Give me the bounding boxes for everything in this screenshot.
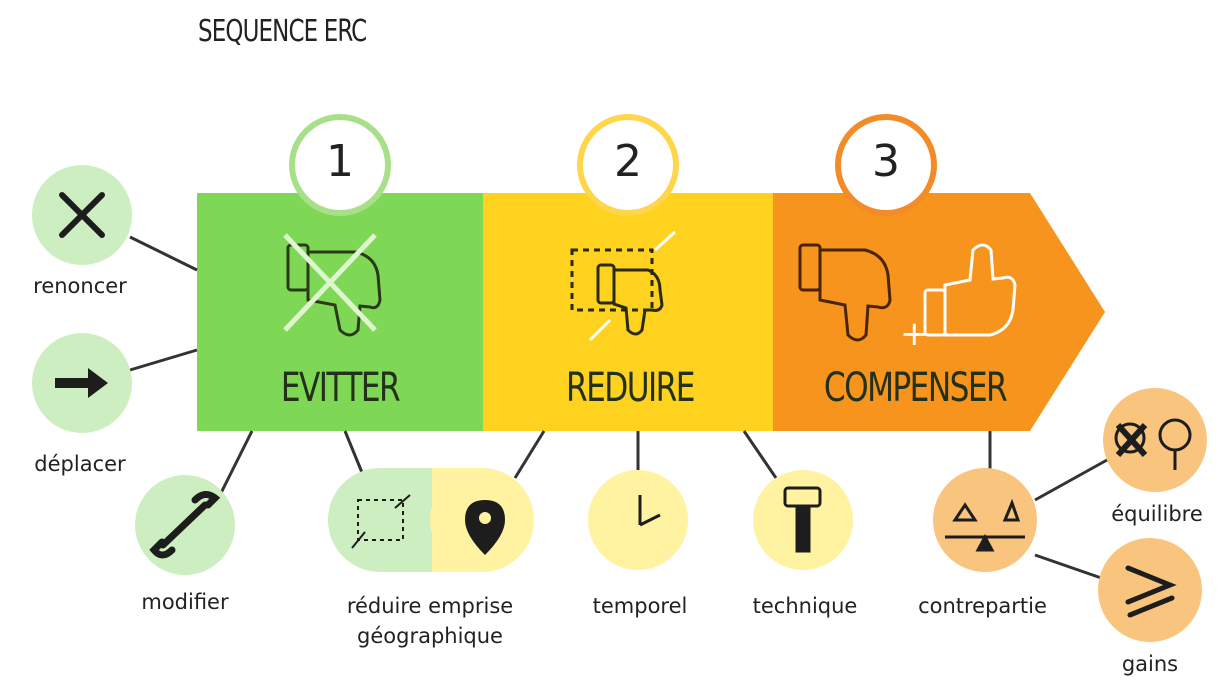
selection-area-icon [351, 494, 411, 549]
eviter-band [197, 193, 487, 431]
modifier-label: modifier [141, 590, 229, 614]
step-3-number: 3 [872, 136, 900, 187]
page-title: SEQUENCE ERC [198, 14, 367, 49]
deplacer-label: déplacer [34, 452, 126, 476]
step-1-number: 1 [326, 136, 354, 187]
trees-icon [1114, 418, 1192, 470]
gains-label: gains [1121, 652, 1179, 676]
equilibre-circle [1103, 388, 1207, 492]
compenser-thumbs-down-icon [798, 243, 892, 342]
balance-scale-icon [945, 498, 1025, 552]
reduire-band [483, 193, 778, 431]
compenser-thumbs-up-icon [923, 243, 1017, 337]
gains-circle [1098, 538, 1202, 642]
contrepartie-label: contrepartie [918, 594, 1047, 618]
eviter-cross-icon [283, 233, 377, 332]
step-2-circle [577, 114, 679, 216]
compenser-band [773, 193, 1105, 431]
reduire-emprise-label: réduire emprise [346, 594, 514, 618]
clock-hands-icon [638, 495, 661, 527]
eviter-label: EVITTER [280, 365, 401, 411]
map-pin-icon [465, 500, 505, 555]
arrow-right-icon [55, 368, 108, 398]
hammer-icon [783, 486, 822, 553]
wrench-icon [149, 491, 221, 559]
temporel-label: temporel [592, 594, 688, 618]
temporel-circle [588, 470, 688, 570]
renoncer-label: renoncer [33, 274, 127, 298]
step-2-number: 2 [614, 136, 642, 187]
compenser-label: COMPENSER [823, 365, 1008, 411]
technique-label: technique [752, 594, 858, 618]
reduire-thumbs-down-icon [570, 230, 677, 342]
equilibre-label: équilibre [1111, 502, 1203, 526]
step-1-circle [289, 114, 391, 216]
reduire-label: REDUIRE [566, 365, 695, 411]
step-3-circle [835, 114, 937, 216]
cross-icon [59, 192, 105, 238]
contrepartie-circle [933, 468, 1037, 572]
eviter-thumbs-down-icon [286, 243, 382, 337]
reduire-emprise-label-2: géographique [357, 624, 503, 648]
greater-equal-icon [1125, 565, 1177, 618]
